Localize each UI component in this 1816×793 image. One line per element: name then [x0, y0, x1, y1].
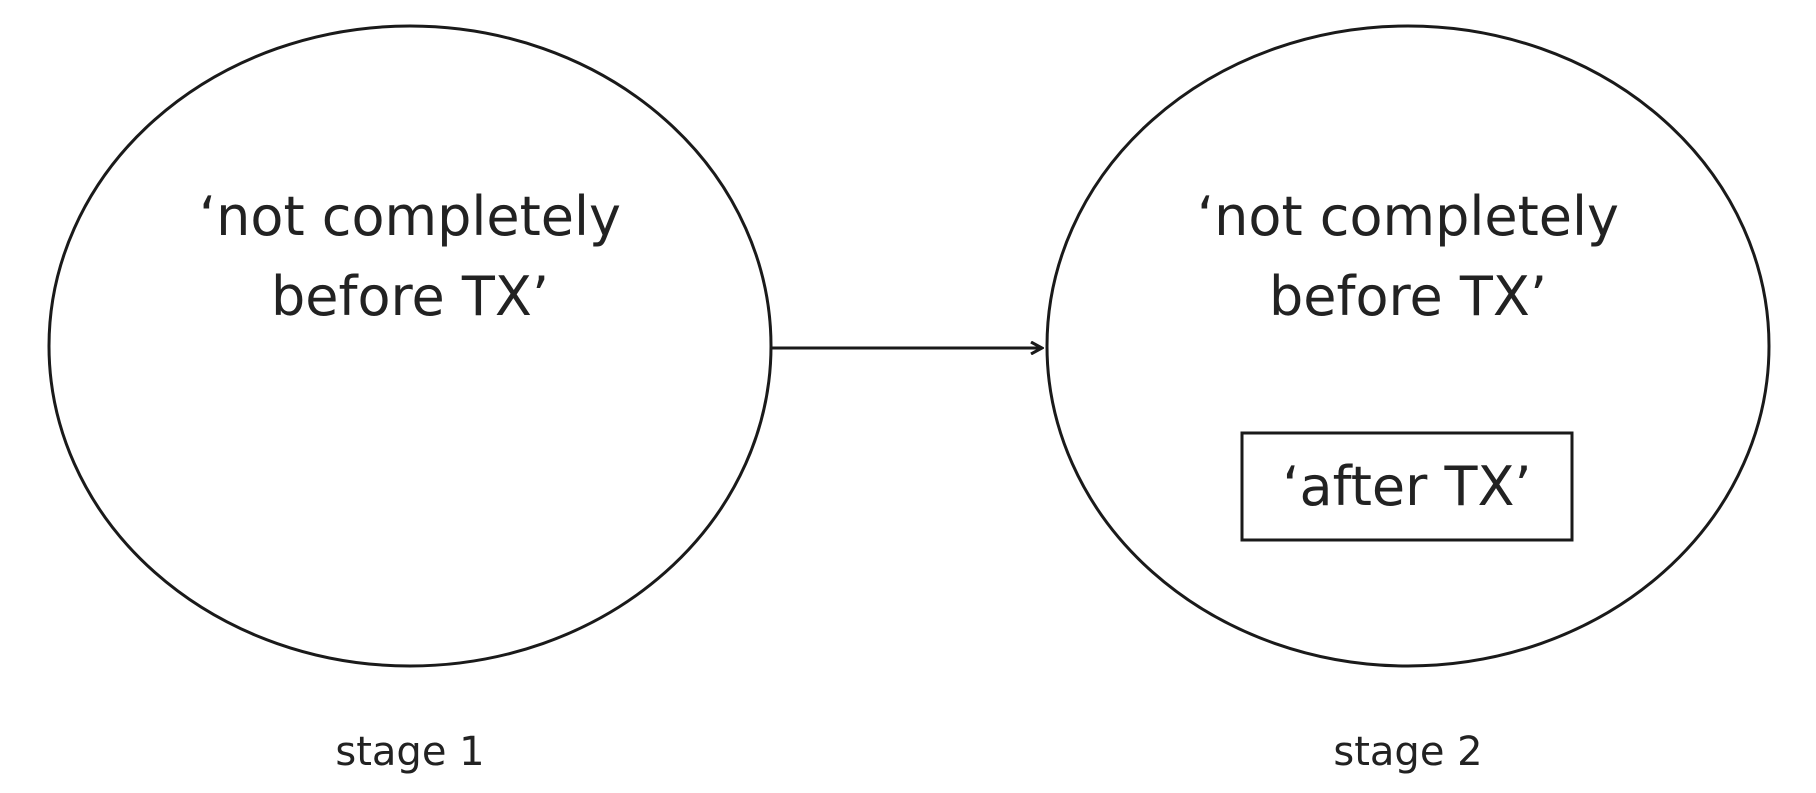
- stage-2-caption: stage 2: [1333, 729, 1482, 775]
- stage-1-label-line-2: before TX’: [271, 265, 549, 328]
- stage-2-label-line-2: before TX’: [1269, 265, 1547, 328]
- after-tx-label: ‘after TX’: [1282, 455, 1531, 518]
- stage-1-node: ‘not completely before TX’: [47, 24, 773, 668]
- stage-1-ellipse: [47, 24, 773, 668]
- stage-2-node: ‘not completely before TX’ ‘after TX’: [1045, 24, 1771, 668]
- stage-1-label-line-1: ‘not completely: [199, 185, 621, 248]
- stage-1-caption: stage 1: [335, 729, 484, 775]
- stage-2-ellipse: [1045, 24, 1771, 668]
- after-tx-box: [1240, 431, 1574, 542]
- stage-2-label-line-1: ‘not completely: [1197, 185, 1619, 248]
